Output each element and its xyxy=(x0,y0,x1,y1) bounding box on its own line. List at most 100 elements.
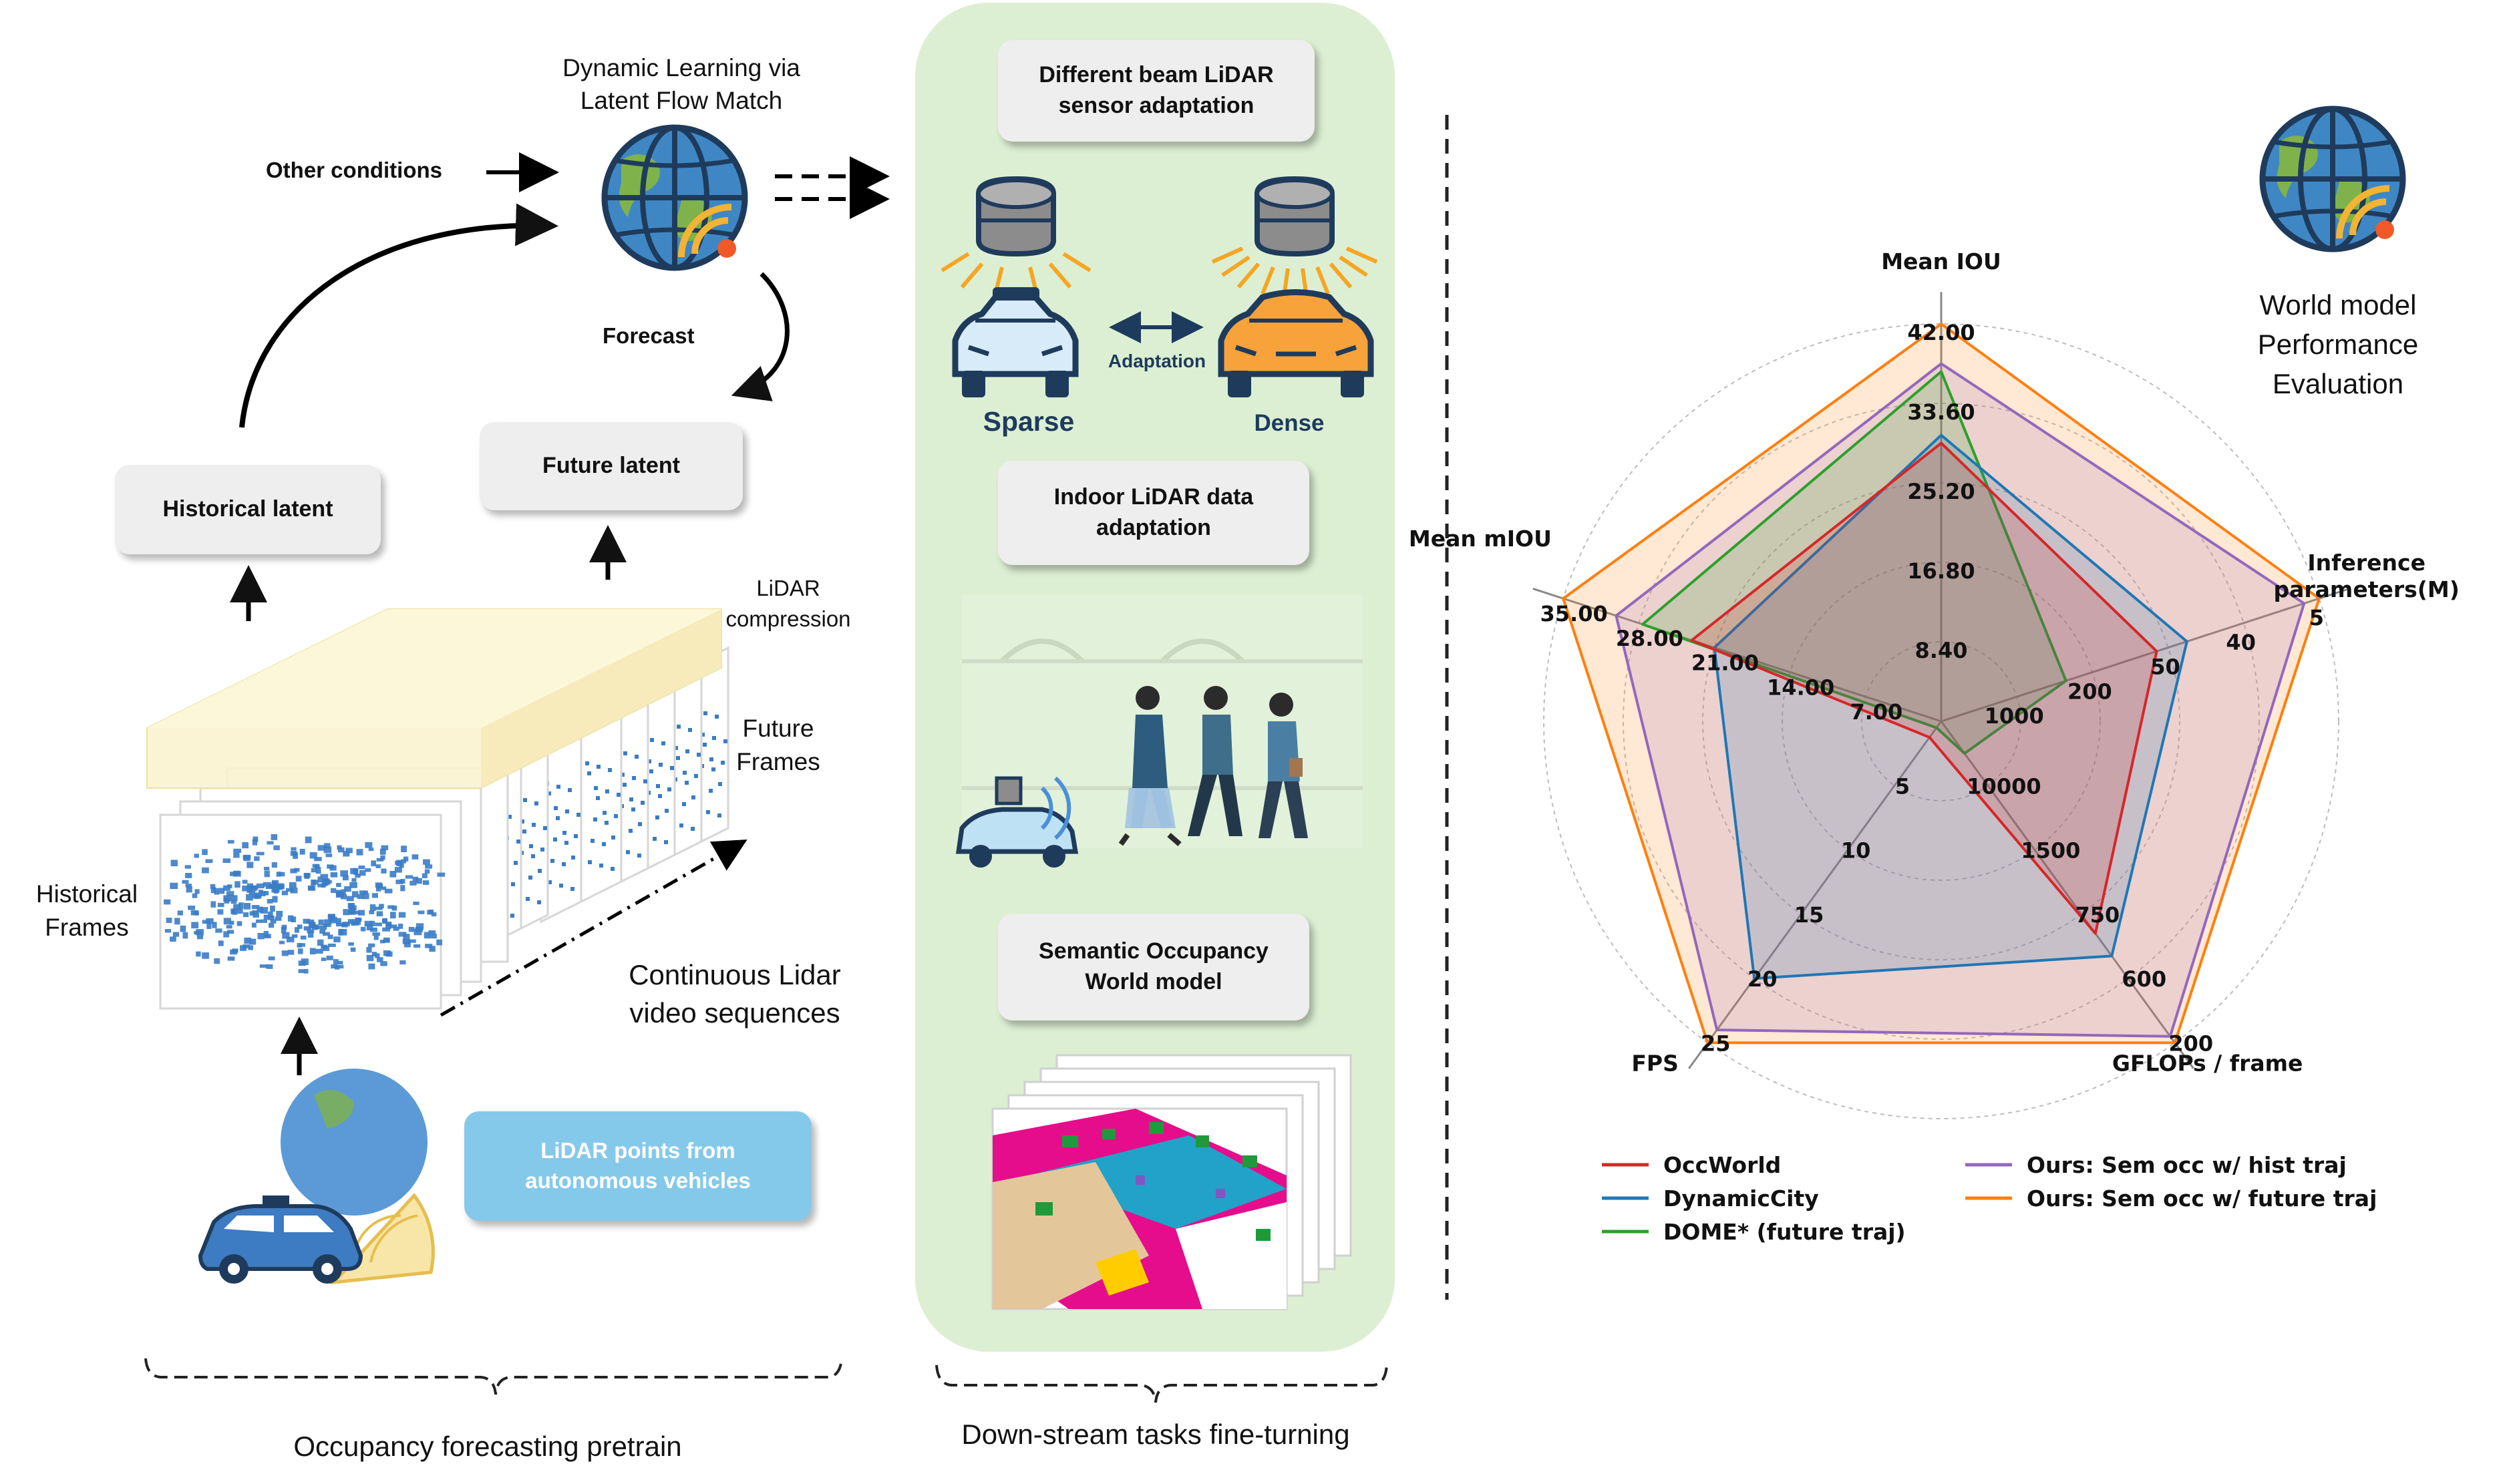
lidar-point xyxy=(230,949,238,955)
lidar-point xyxy=(343,909,350,916)
radar-series-dynamiccity xyxy=(1713,433,2188,980)
lidar-point xyxy=(312,880,319,885)
lidar-point xyxy=(271,886,280,893)
lidar-point xyxy=(417,910,425,914)
lidar-point xyxy=(273,845,280,850)
lidar-point xyxy=(217,909,224,915)
lidar-point xyxy=(715,715,719,719)
lidar-point xyxy=(399,960,406,965)
lidar-point xyxy=(257,932,265,940)
lidar-frame-stack xyxy=(146,608,729,1010)
lidar-point xyxy=(357,894,364,899)
lidar-point xyxy=(529,844,533,848)
lidar-point xyxy=(342,875,349,881)
lidar-point xyxy=(643,779,647,783)
lidar-point xyxy=(321,957,327,961)
lidar-point xyxy=(351,891,359,898)
lidar-point xyxy=(327,943,336,947)
radar-tick-label: 750 xyxy=(2075,902,2120,928)
radar-tick-label: 15 xyxy=(1794,902,1824,928)
lidar-point xyxy=(429,934,437,939)
lidar-point xyxy=(677,725,681,729)
lidar-point xyxy=(605,789,609,793)
radar-axis-title: Mean mIOU xyxy=(1409,526,1552,552)
lidar-point xyxy=(638,822,642,826)
lidar-point xyxy=(232,908,238,915)
lidar-point xyxy=(556,816,560,820)
lidar-point xyxy=(372,932,381,936)
lidar-point xyxy=(349,908,355,914)
lidar-point xyxy=(236,921,242,926)
lidar-point xyxy=(275,916,282,921)
lidar-point xyxy=(320,874,329,878)
lidar-point xyxy=(381,868,387,874)
lidar-point xyxy=(234,881,240,888)
lidar-point xyxy=(381,845,389,850)
lidar-point xyxy=(190,910,199,916)
radar-axis-title: Mean IOU xyxy=(1881,248,2001,274)
lidar-point xyxy=(437,872,446,877)
lidar-point xyxy=(428,909,434,914)
lidar-point xyxy=(412,876,419,882)
lidar-point xyxy=(299,943,305,947)
lidar-point xyxy=(508,815,512,819)
lidar-point xyxy=(294,927,299,933)
lidar-point xyxy=(260,907,269,914)
lidar-point xyxy=(291,847,297,851)
lidar-point xyxy=(287,915,294,922)
lidar-point xyxy=(260,891,266,896)
lidar-point xyxy=(238,902,244,909)
lidar-point xyxy=(251,922,257,928)
lidar-point xyxy=(626,850,630,854)
lidar-point xyxy=(343,851,350,857)
lidar-point xyxy=(229,920,234,925)
lidar-point xyxy=(415,923,424,930)
lidar-point xyxy=(214,888,220,895)
historical-latent-box: Historical latent xyxy=(115,465,381,554)
lidar-point xyxy=(174,918,180,925)
lidar-point xyxy=(210,884,216,889)
lidar-point xyxy=(721,761,725,765)
lidar-point xyxy=(570,887,574,891)
lidar-point xyxy=(315,948,323,954)
lidar-point xyxy=(223,885,230,891)
lidar-compression-label: LiDAR compression xyxy=(725,576,851,632)
lidar-point xyxy=(635,755,639,759)
lidar-point xyxy=(564,841,568,845)
lidar-point xyxy=(356,849,363,856)
lidar-point xyxy=(330,872,338,878)
lidar-point xyxy=(375,864,381,868)
lidar-point xyxy=(290,868,297,874)
lidar-point xyxy=(318,919,324,926)
radar-series-occworld xyxy=(1690,441,2158,935)
dynamic-learning-label: Dynamic Learning via Latent Flow Match xyxy=(562,54,800,114)
lidar-point xyxy=(257,906,263,913)
lidar-point xyxy=(685,781,689,785)
lidar-point xyxy=(701,733,705,737)
lidar-point xyxy=(330,888,337,893)
lidar-point xyxy=(256,852,265,856)
lidar-point xyxy=(192,893,198,898)
evaluation-globe-icon xyxy=(2259,106,2406,252)
radar-tick-label: 10000 xyxy=(1967,773,2041,799)
lidar-point xyxy=(425,944,433,948)
lidar-point xyxy=(422,873,428,878)
lidar-point xyxy=(591,839,595,843)
historical-latent-label: Historical latent xyxy=(162,496,333,522)
lidar-point xyxy=(357,910,365,916)
lidar-point xyxy=(537,900,541,904)
lidar-point xyxy=(322,878,330,886)
radar-axis-title: GFLOPs / frame xyxy=(2112,1051,2303,1077)
lidar-point xyxy=(629,797,633,801)
lidar-point xyxy=(369,927,377,932)
lidar-point xyxy=(340,870,348,877)
lidar-point xyxy=(335,918,341,924)
lidar-point xyxy=(395,880,403,884)
lidar-point xyxy=(366,924,373,931)
lidar-point xyxy=(249,938,257,945)
lidar-point xyxy=(383,939,390,943)
lidar-point xyxy=(611,836,615,840)
lidar-point xyxy=(649,769,653,773)
lidar-point xyxy=(594,786,598,790)
lidar-point xyxy=(266,964,273,969)
